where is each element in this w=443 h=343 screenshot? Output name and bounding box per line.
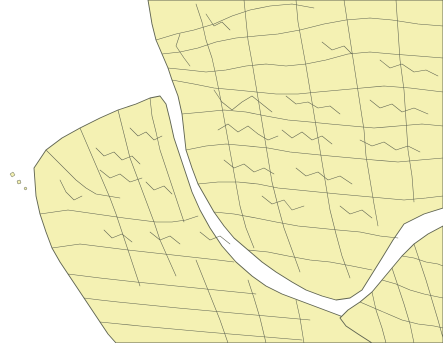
islet-2 <box>16 179 22 185</box>
region-wirral-peninsula[interactable] <box>33 95 391 343</box>
boundaries-southeast <box>359 243 443 343</box>
islet-1 <box>9 171 16 178</box>
islets <box>9 171 28 191</box>
boundaries-mainland <box>155 0 443 279</box>
boundaries-wirral <box>39 97 311 343</box>
islet-3 <box>23 186 28 191</box>
